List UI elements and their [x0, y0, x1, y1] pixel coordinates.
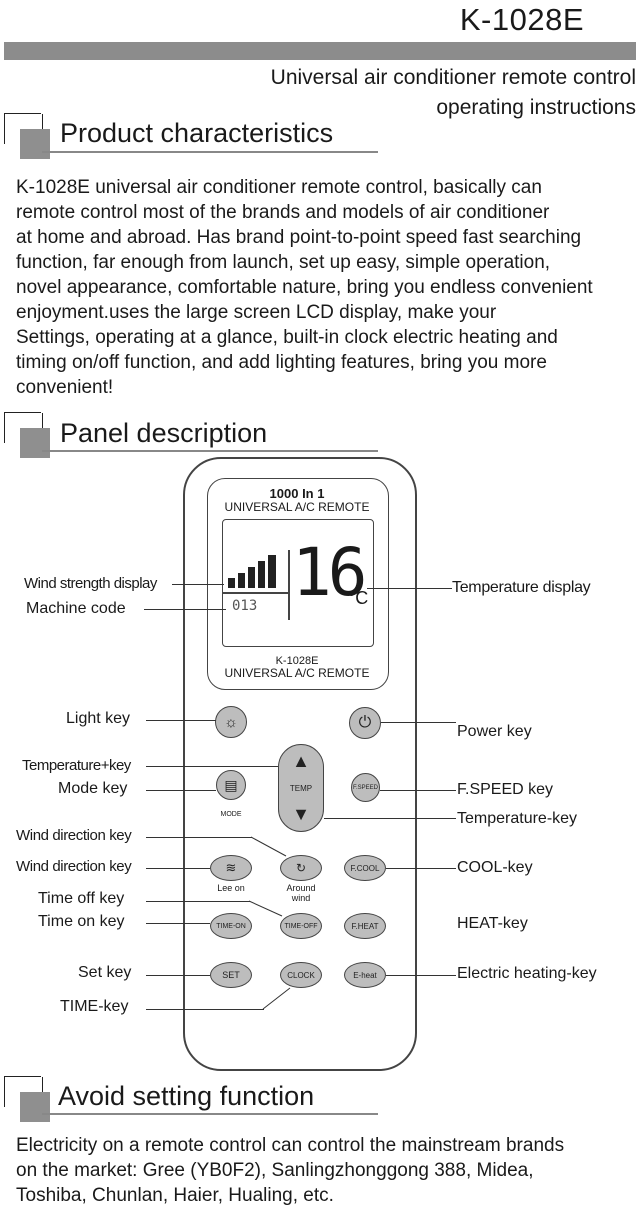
fcool-button[interactable]: F.COOL — [344, 855, 386, 881]
section-rule — [42, 450, 378, 452]
callout-line — [146, 923, 210, 924]
subtitle-line-2: operating instructions — [436, 96, 636, 119]
remote-label-universal: UNIVERSAL A/C REMOTE — [224, 500, 370, 514]
arrow-down-icon[interactable]: ▼ — [292, 804, 310, 824]
callout-mode-key: Mode key — [58, 780, 128, 797]
callout-line — [250, 836, 287, 857]
lcd-machine-code: 013 — [232, 598, 258, 614]
callout-line — [146, 868, 210, 869]
heat-button[interactable]: F.HEAT — [344, 913, 386, 939]
callout-line — [367, 588, 452, 589]
callout-line — [386, 975, 456, 976]
remote-label-universal: UNIVERSAL A/C REMOTE — [224, 666, 370, 680]
mode-button[interactable]: ▤ — [216, 770, 246, 800]
section-rule — [42, 151, 378, 153]
power-button[interactable]: ⏻ — [349, 707, 381, 739]
header-bar — [4, 42, 636, 60]
callout-time-on: Time on key — [38, 913, 125, 930]
product-paragraph: K-1028E universal air conditioner remote… — [16, 177, 593, 398]
bulb-icon: ☼ — [224, 713, 238, 731]
callout-temperature-display: Temperature display — [452, 579, 591, 596]
section-icon — [4, 412, 50, 458]
callout-line — [248, 900, 283, 917]
callout-line — [381, 722, 456, 723]
callout-power-key: Power key — [457, 723, 532, 740]
leeon-label: Lee on — [217, 883, 245, 893]
callout-line — [146, 901, 250, 902]
callout-fspeed-key: F.SPEED key — [457, 781, 554, 798]
mode-label: MODE — [220, 811, 242, 818]
avoid-paragraph: Electricity on a remote control can cont… — [16, 1135, 565, 1206]
callout-line — [146, 720, 216, 721]
callout-temp-plus: Temperature+key — [22, 757, 131, 774]
lcd-divider — [222, 592, 288, 594]
power-icon: ⏻ — [358, 714, 372, 731]
time-on-button[interactable]: TIME-ON — [210, 913, 252, 939]
callout-line — [386, 868, 456, 869]
callout-light-key: Light key — [66, 710, 131, 727]
callout-line — [146, 837, 252, 838]
callout-line — [146, 766, 278, 767]
section-title-avoid: Avoid setting function — [58, 1081, 315, 1111]
arrow-up-icon[interactable]: ▲ — [292, 751, 310, 771]
callout-line — [324, 818, 456, 819]
clock-button[interactable]: CLOCK — [280, 962, 322, 988]
section-rule — [42, 1113, 378, 1115]
section-title-product: Product characteristics — [60, 118, 334, 148]
callout-electric-heating: Electric heating-key — [457, 965, 597, 982]
callout-line — [172, 584, 224, 585]
lcd-unit: °C — [348, 588, 369, 608]
callout-wind-direction-2: Wind direction key — [16, 858, 132, 875]
subtitle-line-1: Universal air conditioner remote control — [270, 66, 636, 89]
temperature-rocker[interactable]: ▲ TEMP ▼ — [278, 744, 324, 832]
set-button[interactable]: SET — [210, 962, 252, 988]
callout-line — [146, 1009, 264, 1010]
callout-line — [146, 975, 210, 976]
callout-wind-strength: Wind strength display — [24, 575, 157, 592]
model-title: K-1028E — [459, 2, 584, 37]
callout-time-key: TIME-key — [60, 998, 129, 1015]
callout-line — [144, 609, 226, 610]
time-off-button[interactable]: TIME-OFF — [280, 913, 322, 939]
section-icon — [4, 1076, 50, 1122]
wind-strength-bars-icon — [228, 555, 276, 588]
around-icon: ↻ — [295, 861, 307, 875]
lcd-divider — [288, 550, 290, 620]
callout-heat-key: HEAT-key — [457, 915, 528, 932]
temp-label: TEMP — [289, 783, 313, 793]
callout-temp-minus: Temperature-key — [457, 810, 578, 827]
mode-icon: ▤ — [224, 776, 238, 793]
remote-label-top: 1000 In 1 — [269, 486, 325, 501]
callout-machine-code: Machine code — [26, 600, 126, 617]
callout-cool-key: COOL-key — [457, 859, 533, 876]
callout-set-key: Set key — [78, 964, 132, 981]
remote-model-label: K-1028E — [275, 655, 319, 667]
section-title-panel: Panel description — [60, 418, 268, 448]
fspeed-button[interactable]: F.SPEED — [351, 773, 380, 802]
callout-line — [262, 987, 291, 1010]
callout-line — [380, 790, 456, 791]
wind-direction-button[interactable]: ≋ — [210, 855, 252, 881]
callout-wind-direction-1: Wind direction key — [16, 827, 132, 844]
electric-heat-button[interactable]: E-heat — [344, 962, 386, 988]
around-wind-button[interactable]: ↻ — [280, 855, 322, 881]
lcd-temperature: 16 — [292, 534, 368, 611]
light-button[interactable]: ☼ — [215, 706, 247, 738]
lcd-display — [222, 519, 374, 647]
callout-line — [146, 790, 216, 791]
section-icon — [4, 113, 50, 159]
swing-icon: ≋ — [225, 860, 237, 875]
callout-time-off: Time off key — [38, 890, 125, 907]
